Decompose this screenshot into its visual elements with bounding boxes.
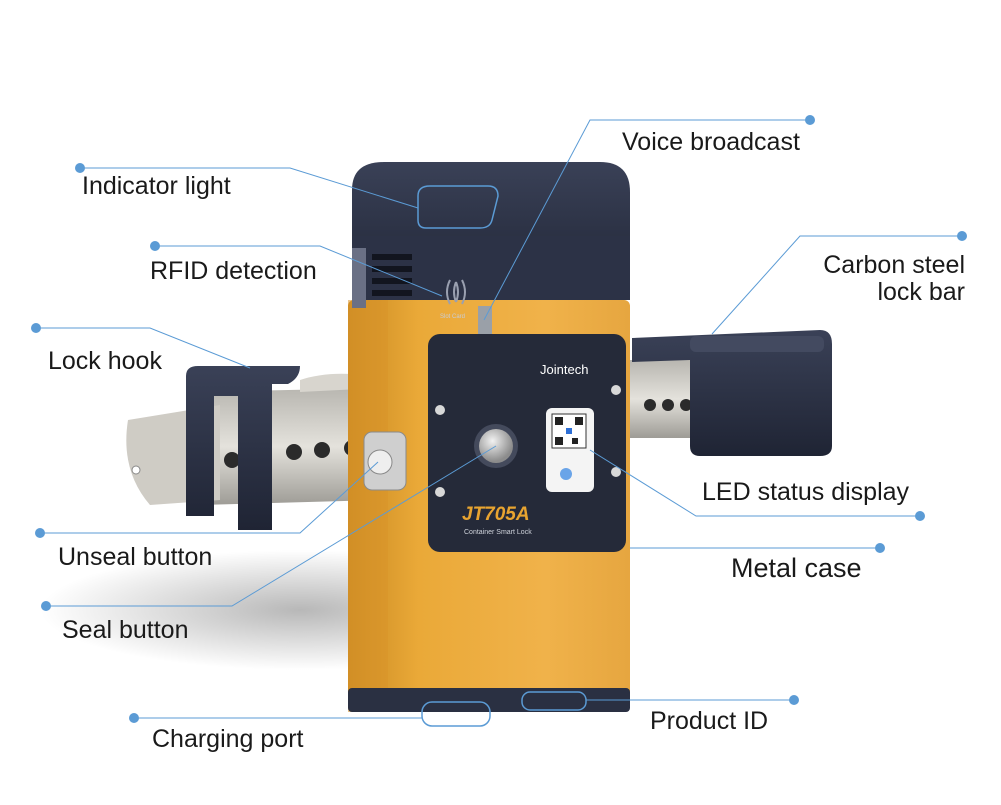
seal-button-line [46, 445, 497, 607]
carbon-steel-dot [957, 231, 967, 241]
rfid-detection-line [155, 245, 443, 297]
label-voice-broadcast: Voice broadcast [622, 128, 800, 156]
indicator-light-outline [417, 185, 499, 229]
unseal-button-line [40, 461, 379, 534]
led-status-display [546, 408, 594, 492]
label-metal-case: Metal case [731, 553, 862, 583]
callout-lines [36, 119, 962, 719]
rfid-detection-dot [150, 241, 160, 251]
model-label: JT705A [462, 504, 530, 525]
charging-port-dot [129, 713, 139, 723]
lock-hook-dot [31, 323, 41, 333]
product-id-dot [789, 695, 799, 705]
label-unseal-button: Unseal button [58, 543, 213, 571]
label-lock-hook: Lock hook [48, 347, 162, 375]
label-carbon-steel-line2: lock bar [877, 278, 965, 306]
top-cap [352, 162, 630, 308]
indicator-light-line [80, 167, 419, 209]
product-id-outline [521, 691, 587, 711]
seal-button-dot [41, 601, 51, 611]
label-carbon-steel-line1: Carbon steel [823, 251, 965, 279]
unseal-button [363, 431, 407, 491]
model-subtitle: Container Smart Lock [464, 529, 532, 536]
lock-hook-line [36, 327, 251, 369]
label-indicator-light: Indicator light [82, 172, 231, 200]
rfid-caption: Slot Card [440, 314, 465, 320]
label-rfid-detection: RFID detection [150, 257, 317, 285]
indicator-light-dot [75, 163, 85, 173]
led-status-line [589, 449, 920, 517]
voice-broadcast-dot [805, 115, 815, 125]
voice-broadcast-line [483, 119, 810, 321]
label-charging-port: Charging port [152, 725, 304, 753]
carbon-steel-line [711, 235, 962, 335]
callout-dots [31, 115, 967, 723]
label-product-id: Product ID [650, 707, 769, 735]
metal-case-dot [875, 543, 885, 553]
carbon-steel-lock-bar [620, 330, 832, 456]
label-led-status-display: LED status display [702, 478, 910, 506]
brand-logo: Jointech [540, 362, 588, 377]
led-status-dot [915, 511, 925, 521]
label-seal-button: Seal button [62, 616, 189, 644]
front-panel [428, 334, 626, 552]
rfid-symbol [446, 279, 466, 305]
unseal-button-dot [35, 528, 45, 538]
voice-speaker [478, 306, 492, 334]
charging-port-outline [421, 701, 491, 727]
